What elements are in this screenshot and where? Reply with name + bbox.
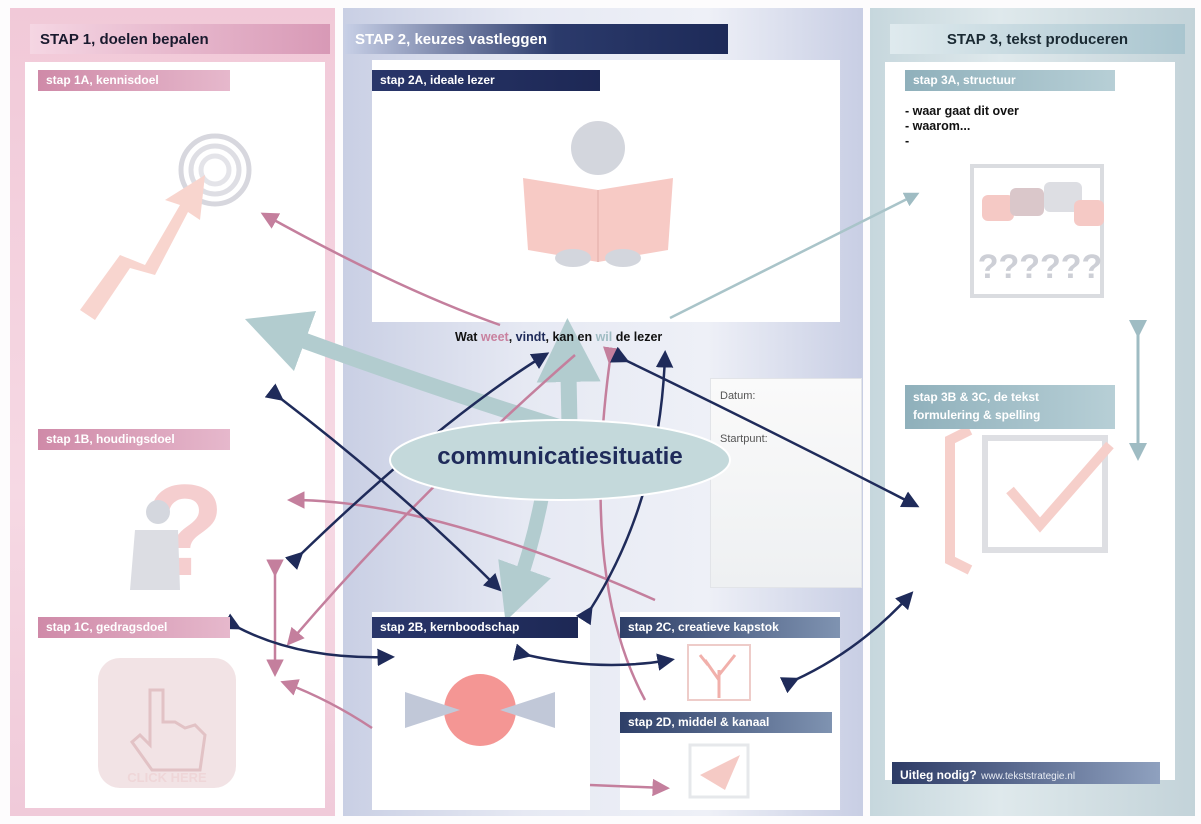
arrow-to-2d <box>599 346 647 701</box>
step1-header: STAP 1, doelen bepalen <box>30 24 330 54</box>
question-word-vindt: vindt <box>515 330 546 344</box>
tag-2a: stap 2A, ideale lezer <box>372 70 600 91</box>
tag-2d: stap 2D, middel & kanaal <box>620 712 832 733</box>
bullet-1: - waar gaat dit over <box>905 104 1019 118</box>
tag-3bc-line1: stap 3B & 3C, de tekst <box>913 390 1040 404</box>
question-word: Wat <box>455 330 481 344</box>
help-prefix: Uitleg nodig? <box>900 768 977 782</box>
tag-3a: stap 3A, structuur <box>905 70 1115 91</box>
help-link[interactable]: www.tekststrategie.nl <box>981 771 1076 782</box>
tag-1c: stap 1C, gedragsdoel <box>38 617 230 638</box>
tag-2b: stap 2B, kernboodschap <box>372 617 578 638</box>
communicatiesituatie-ellipse <box>389 419 731 501</box>
question-person-icon: ? <box>130 457 224 603</box>
bullet-2: - waarom... <box>905 119 971 133</box>
step3-header: STAP 3, tekst produceren <box>890 24 1185 54</box>
channel-icon <box>688 743 750 799</box>
tag-3bc-line2: formulering & spelling <box>913 408 1041 422</box>
tree-icon <box>687 644 751 701</box>
arrow-1c-2b <box>221 613 395 667</box>
arrow-question-3bc <box>609 346 920 508</box>
tag-3bc: stap 3B & 3C, de tekst formulering & spe… <box>905 385 1115 429</box>
arrow-2c-3bc <box>779 591 914 694</box>
tag-1a: stap 1A, kennisdoel <box>38 70 230 91</box>
speech-bubbles-icon <box>970 164 1104 298</box>
note-datum: Datum: <box>720 390 756 402</box>
click-here-text: CLICK HERE <box>127 770 207 785</box>
tag-1b: stap 1B, houdingsdoel <box>38 429 230 450</box>
reader-icon <box>523 121 673 267</box>
checkmark-icon <box>945 425 1114 575</box>
core-message-icon <box>405 674 555 746</box>
question-word-wil: wil <box>595 330 613 344</box>
arrow-1a-2b <box>264 383 502 592</box>
step2-header: STAP 2, keuzes vastleggen <box>345 24 728 54</box>
question-word: de lezer <box>612 330 663 344</box>
tag-2c: stap 2C, creatieve kapstok <box>620 617 840 638</box>
arrow-to-channel <box>589 778 670 797</box>
question-word: , kan en <box>545 330 596 344</box>
help-bar[interactable]: Uitleg nodig? www.tekststrategie.nl <box>892 762 1160 784</box>
question-word: , <box>508 330 516 344</box>
bullet-3: - <box>905 134 910 148</box>
question-marks-text: ?????? <box>978 248 1103 286</box>
reader-question: Wat weet, vindt, kan en wil de lezer <box>455 330 662 344</box>
click-here-icon <box>98 658 236 788</box>
ellipse-label: communicatiesituatie <box>437 443 683 470</box>
question-word-weet: weet <box>480 330 509 344</box>
note-startpunt: Startpunt: <box>720 433 768 445</box>
arrow-to-1a <box>260 212 501 327</box>
arrow-2b-2c <box>512 643 675 671</box>
arrow-2b-to-1c <box>280 679 373 730</box>
arrow-to-3a <box>669 192 920 320</box>
structure-bullets: - waar gaat dit over - waarom... - <box>905 104 1019 149</box>
target-icon <box>80 133 252 320</box>
